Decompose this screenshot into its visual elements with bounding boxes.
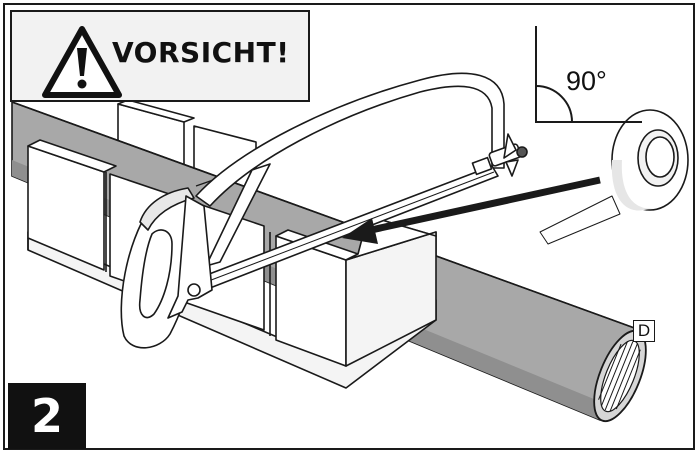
hacksaw	[120, 72, 528, 349]
warning-box	[10, 10, 310, 102]
tape-roll	[539, 109, 689, 245]
warning-text: VORSICHT!	[112, 36, 290, 69]
part-label-d: D	[633, 320, 655, 342]
warning-triangle-icon	[42, 26, 122, 98]
angle-label: 90°	[566, 66, 607, 96]
direction-arrow	[342, 176, 601, 244]
step-number-badge: 2	[8, 383, 86, 449]
right-angle-symbol	[535, 26, 642, 123]
wing-nut	[488, 133, 528, 177]
